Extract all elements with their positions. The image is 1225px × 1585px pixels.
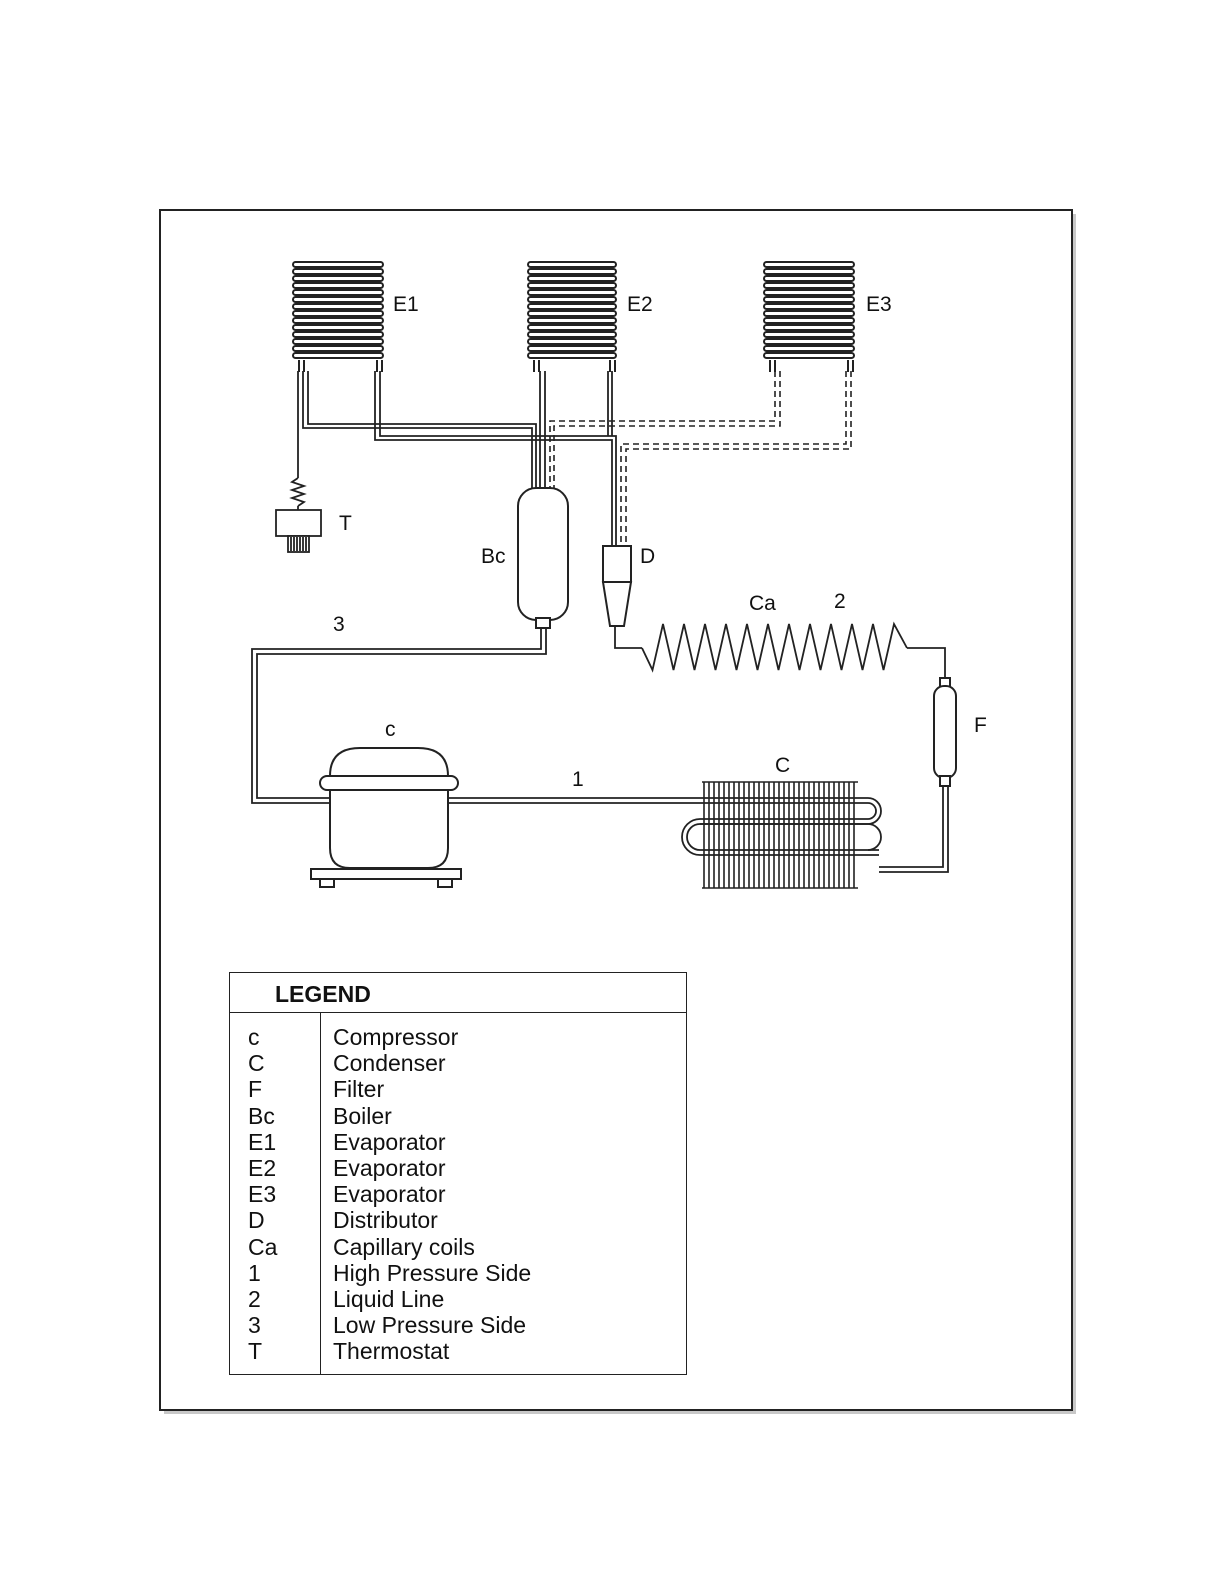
legend-key: 2 xyxy=(248,1286,261,1312)
boiler xyxy=(518,488,568,628)
legend-key: E2 xyxy=(248,1155,276,1181)
legend-row: 2 Liquid Line xyxy=(230,1286,686,1312)
legend-row: F Filter xyxy=(230,1076,686,1102)
legend-key: E3 xyxy=(248,1181,276,1207)
legend-title: LEGEND xyxy=(230,973,686,1013)
legend-key: E1 xyxy=(248,1129,276,1155)
distributor xyxy=(603,546,631,626)
label-c-small: c xyxy=(385,718,396,741)
legend-value: Evaporator xyxy=(333,1129,446,1155)
legend-value: Low Pressure Side xyxy=(333,1312,526,1338)
legend-value: Condenser xyxy=(333,1050,446,1076)
legend-row: E2 Evaporator xyxy=(230,1155,686,1181)
legend-key: 1 xyxy=(248,1260,261,1286)
label-c-big: C xyxy=(775,754,790,777)
legend-value: Evaporator xyxy=(333,1181,446,1207)
label-e1: E1 xyxy=(393,293,419,316)
legend-row: Ca Capillary coils xyxy=(230,1234,686,1260)
legend-row: 1 High Pressure Side xyxy=(230,1260,686,1286)
filter xyxy=(934,678,956,786)
legend-key: C xyxy=(248,1050,265,1076)
legend-value: Thermostat xyxy=(333,1338,449,1364)
legend-row: E1 Evaporator xyxy=(230,1129,686,1155)
legend-key: c xyxy=(248,1024,260,1050)
label-f: F xyxy=(974,714,987,737)
label-t: T xyxy=(339,512,352,535)
legend-value: Boiler xyxy=(333,1103,392,1129)
legend-value: Liquid Line xyxy=(333,1286,444,1312)
legend-key: F xyxy=(248,1076,262,1102)
legend-value: Capillary coils xyxy=(333,1234,475,1260)
label-2: 2 xyxy=(834,590,846,613)
legend-value: Evaporator xyxy=(333,1155,446,1181)
legend-value: Compressor xyxy=(333,1024,458,1050)
legend-row: T Thermostat xyxy=(230,1338,686,1364)
legend-row: c Compressor xyxy=(230,1024,686,1050)
legend-row: D Distributor xyxy=(230,1207,686,1233)
legend-key: 3 xyxy=(248,1312,261,1338)
legend-value: High Pressure Side xyxy=(333,1260,531,1286)
legend-key: T xyxy=(248,1338,262,1364)
legend-key: D xyxy=(248,1207,265,1233)
label-bc: Bc xyxy=(481,545,506,568)
label-d: D xyxy=(640,545,655,568)
label-3: 3 xyxy=(333,613,345,636)
legend-value: Filter xyxy=(333,1076,384,1102)
legend-key: Bc xyxy=(248,1103,275,1129)
legend-row: C Condenser xyxy=(230,1050,686,1076)
label-e3: E3 xyxy=(866,293,892,316)
label-e2: E2 xyxy=(627,293,653,316)
legend-row: E3 Evaporator xyxy=(230,1181,686,1207)
legend-row: Bc Boiler xyxy=(230,1103,686,1129)
label-1: 1 xyxy=(572,768,584,791)
label-ca: Ca xyxy=(749,592,776,615)
legend-value: Distributor xyxy=(333,1207,438,1233)
legend-key: Ca xyxy=(248,1234,277,1260)
legend-row: 3 Low Pressure Side xyxy=(230,1312,686,1338)
